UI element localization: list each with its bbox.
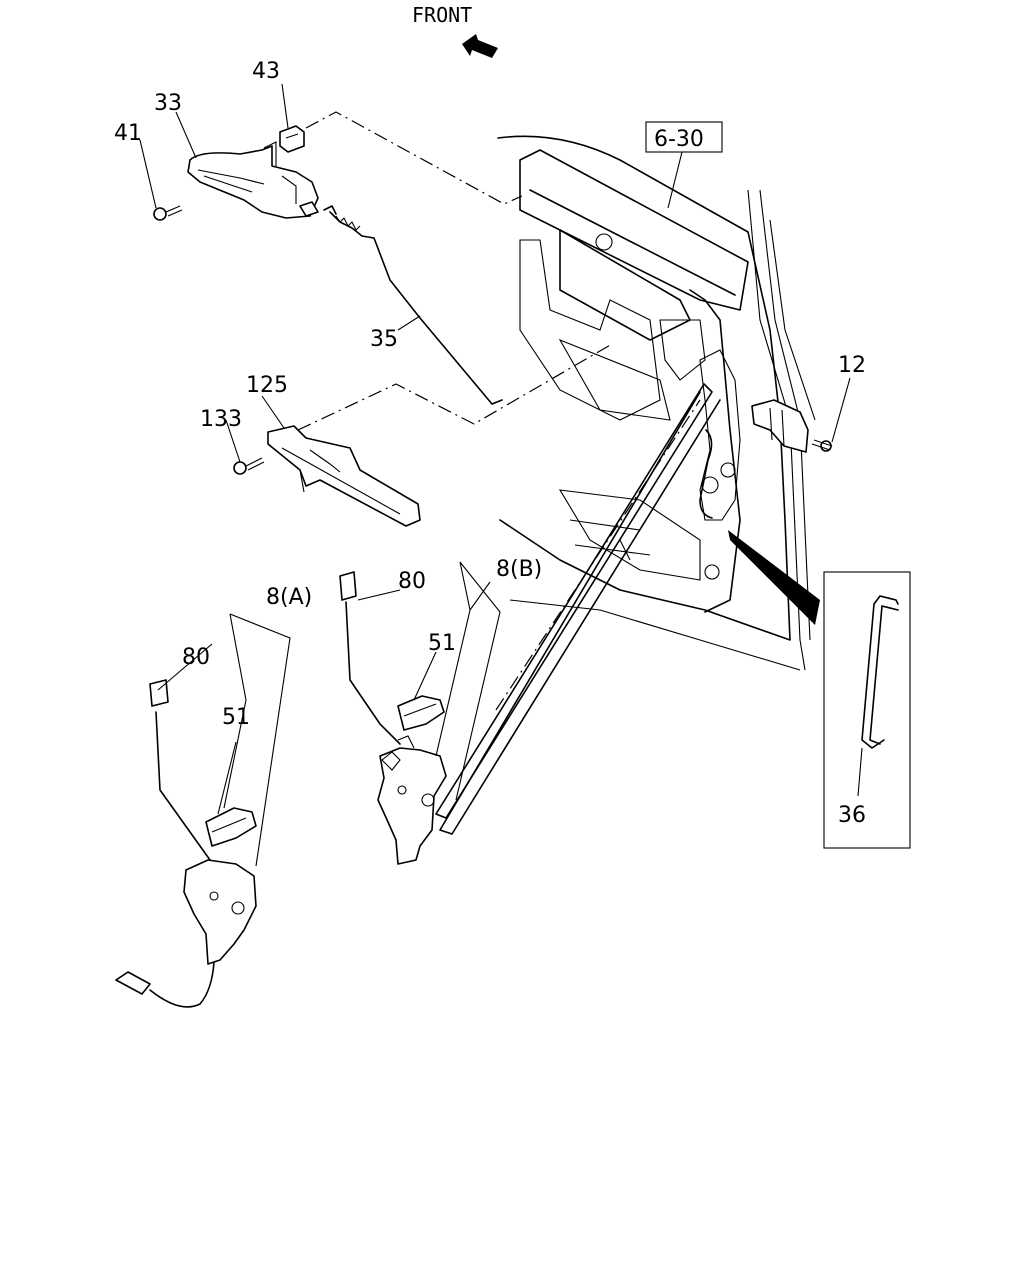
callout-51a: 51 — [222, 705, 250, 730]
front-arrow-icon — [462, 34, 498, 58]
part-133-screw — [233, 457, 265, 475]
callout-35: 35 — [370, 327, 398, 352]
latch-assembly-b — [339, 571, 447, 865]
part-33-inside-handle — [187, 141, 319, 219]
part-12-clip — [751, 399, 833, 453]
callout-133: 133 — [200, 407, 242, 432]
latch-assembly-a — [115, 679, 257, 1008]
callout-41: 41 — [114, 121, 142, 146]
callout-51b: 51 — [428, 631, 456, 656]
callout-12: 12 — [838, 353, 866, 378]
callout-125: 125 — [246, 373, 288, 398]
reference-box: 6-30 — [645, 121, 723, 209]
leader-lines — [139, 83, 863, 867]
part-35-rod — [323, 205, 503, 405]
part-41-screw — [153, 205, 183, 221]
connecting-rods — [435, 383, 721, 835]
reference-label: 6-30 — [654, 127, 704, 152]
callout-8a: 8(A) — [266, 585, 312, 610]
callout-43: 43 — [252, 59, 280, 84]
callout-80b: 80 — [398, 569, 426, 594]
part-43-clip — [279, 125, 305, 153]
inset-box-part-36 — [823, 571, 911, 849]
callout-36: 36 — [838, 803, 866, 828]
door-panel — [497, 135, 820, 671]
callout-8b: 8(B) — [496, 557, 542, 582]
part-125-bracket — [267, 425, 421, 527]
callout-80a: 80 — [182, 645, 210, 670]
callout-33: 33 — [154, 91, 182, 116]
front-label: FRONT — [412, 3, 472, 27]
